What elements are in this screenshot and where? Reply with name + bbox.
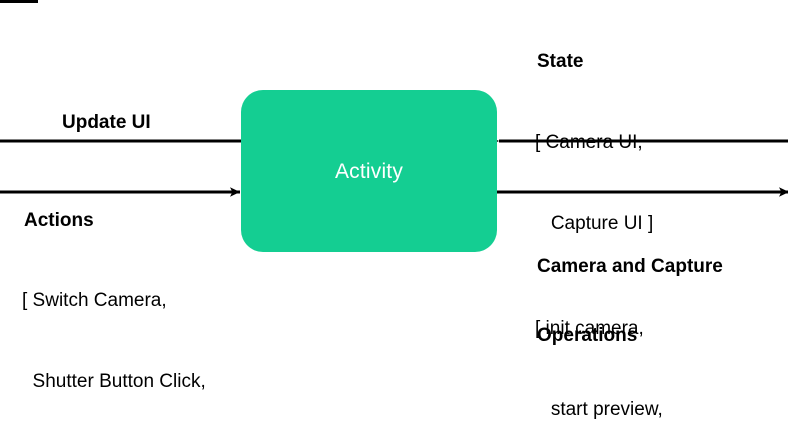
actions-item: [ Switch Camera, (22, 290, 167, 311)
edge-label-actions-list: [ Switch Camera, Shutter Button Click, C… (22, 233, 252, 444)
state-item: Capture UI ] (535, 213, 654, 234)
operations-item: [ init camera, (535, 318, 644, 339)
operations-heading-line-2: Operations (537, 325, 638, 346)
operations-item: start preview, (535, 399, 663, 420)
state-item: [ Camera UI, (535, 132, 643, 153)
edge-label-operations-heading: Camera and Capture Operations (537, 209, 723, 393)
activity-node[interactable]: Activity (241, 90, 497, 252)
activity-node-label: Activity (334, 159, 404, 183)
edge-label-state-heading: State (537, 51, 584, 72)
edge-label-state-list: [ Camera UI, Capture UI ] (535, 75, 653, 291)
operations-heading-line-1: Camera and Capture (537, 256, 723, 277)
edge-label-update-ui: Update UI (62, 112, 151, 133)
corner-bar-decoration (0, 0, 38, 3)
actions-item: Shutter Button Click, (22, 371, 206, 392)
edge-label-actions-heading: Actions (24, 210, 94, 231)
edge-label-operations-list: [ init camera, start preview, stop previ… (535, 261, 698, 444)
